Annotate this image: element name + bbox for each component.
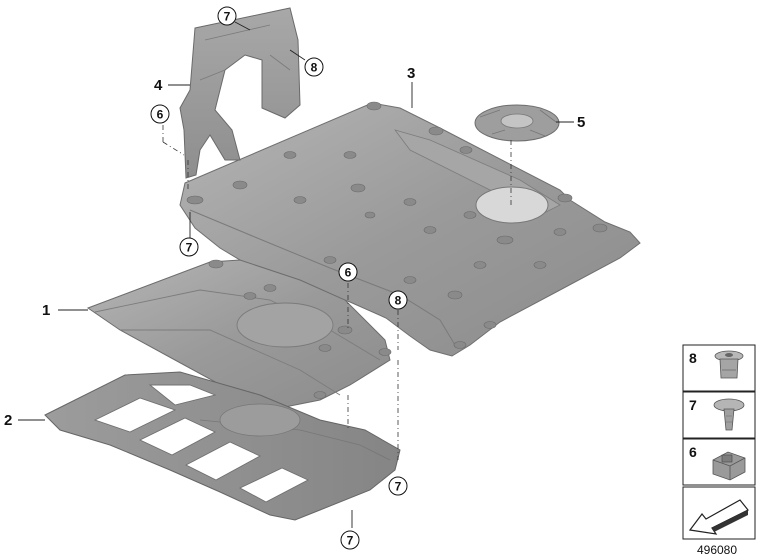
legend-number-7: 7 <box>689 397 697 413</box>
part-3-underbody-panel <box>179 101 641 357</box>
callout-8-top: 8 <box>304 57 324 77</box>
label-part-4: 4 <box>154 77 163 94</box>
legend-box-7 <box>682 391 756 439</box>
arrow-symbol-icon <box>688 499 749 535</box>
svg-text:7: 7 <box>347 534 354 548</box>
svg-text:6: 6 <box>157 108 164 122</box>
svg-text:7: 7 <box>186 241 193 255</box>
legend-number-6: 6 <box>689 444 697 460</box>
label-part-1: 1 <box>42 302 50 319</box>
part-2-frame <box>44 371 401 521</box>
callout-6-left: 6 <box>150 104 170 124</box>
callout-7-top: 7 <box>217 6 237 26</box>
legend-number-8: 8 <box>689 350 697 366</box>
part-5-round-pad <box>474 104 560 142</box>
label-part-5: 5 <box>577 114 585 131</box>
label-part-3: 3 <box>407 65 415 82</box>
svg-text:8: 8 <box>395 294 402 308</box>
diagram-number: 496080 <box>697 543 737 557</box>
assembly-dash-lines <box>162 125 512 460</box>
label-part-2: 2 <box>4 412 12 429</box>
callout-7-bottom: 7 <box>340 530 360 550</box>
callout-6-center: 6 <box>338 262 358 282</box>
leader-lines <box>18 21 574 528</box>
part-1-lower-panel <box>86 259 392 409</box>
callout-7-right: 7 <box>388 476 408 496</box>
svg-text:6: 6 <box>345 266 352 280</box>
clip-nut-icon <box>712 451 746 481</box>
callout-8-center: 8 <box>388 290 408 310</box>
svg-text:7: 7 <box>224 10 231 24</box>
svg-text:7: 7 <box>395 480 402 494</box>
push-rivet-icon <box>713 398 745 431</box>
expanding-nut-icon <box>714 350 744 379</box>
svg-text:8: 8 <box>311 61 318 75</box>
parts-legend: 8 7 6 <box>682 344 756 540</box>
callout-7-left: 7 <box>179 237 199 257</box>
part-4-bracket <box>179 7 301 179</box>
